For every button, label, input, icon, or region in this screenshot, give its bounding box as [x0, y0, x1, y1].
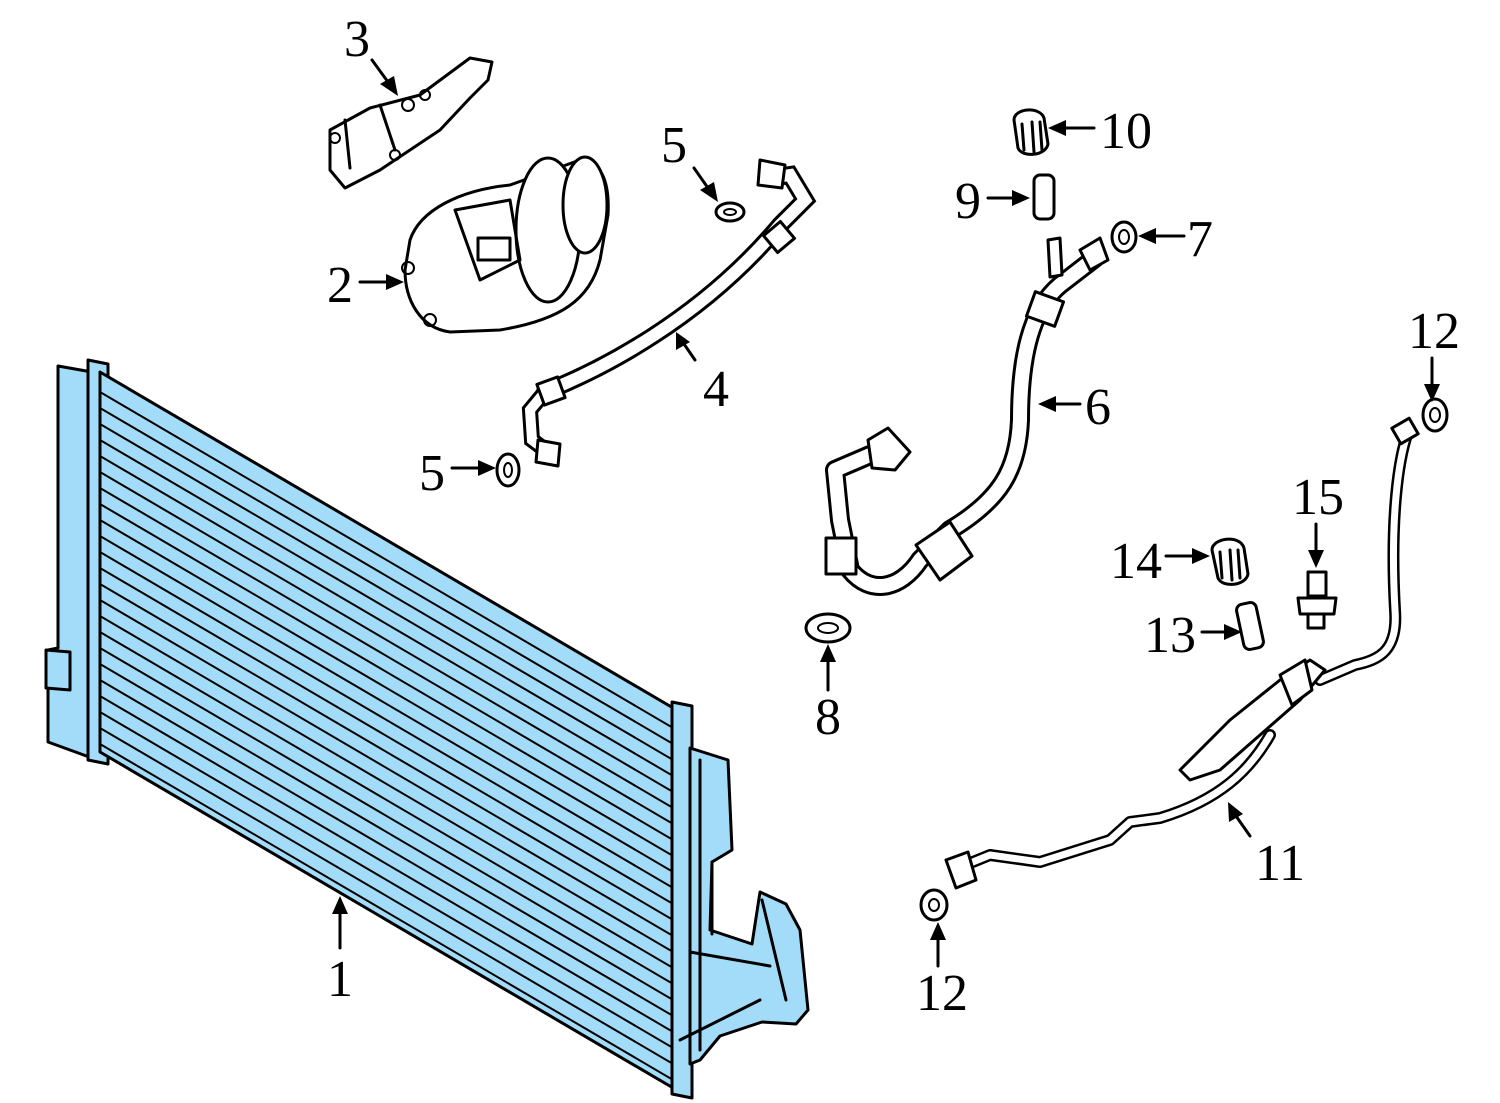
condenser-fin-line: [100, 423, 680, 765]
callout-6: 6: [1085, 379, 1111, 436]
condenser-fin-line: [100, 519, 680, 861]
condenser-fin-line: [100, 743, 680, 1085]
callout-8: 8: [815, 689, 841, 746]
condenser-fin-line: [100, 439, 680, 781]
o-ring-part-8[interactable]: [804, 612, 852, 644]
condenser-fin-line: [100, 631, 680, 973]
o-ring-part-5b[interactable]: [495, 452, 521, 488]
condenser-fin-line: [100, 407, 680, 749]
condenser-fin-line: [100, 583, 680, 925]
callout-12b: 12: [916, 965, 968, 1022]
condenser-fin-line: [100, 711, 680, 1053]
condenser-fin-line: [100, 599, 680, 941]
condenser-fin-line: [100, 487, 680, 829]
condenser-fin-line: [100, 503, 680, 845]
valve-part-13[interactable]: [1235, 601, 1265, 651]
callout-12a: 12: [1408, 303, 1460, 360]
condenser-fin-line: [100, 679, 680, 1021]
callout-9: 9: [955, 173, 981, 230]
callout-5b: 5: [419, 445, 445, 502]
o-ring-part-5a[interactable]: [714, 201, 746, 223]
callout-14: 14: [1110, 533, 1162, 590]
valve-part-9[interactable]: [1032, 173, 1056, 221]
callout-labels: 1 2 3 4 5 5 6 7 8 9 10 11 12 12 13 14 15: [327, 11, 1460, 1022]
hose-part-6[interactable]: [824, 236, 1110, 596]
leader-lines: [332, 58, 1440, 968]
condenser-fin-line: [100, 567, 680, 909]
cap-part-10[interactable]: [1012, 108, 1050, 156]
condenser-fin-line: [100, 727, 680, 1069]
callout-11: 11: [1255, 835, 1305, 892]
callout-10: 10: [1100, 103, 1152, 160]
pressure-switch-part-15[interactable]: [1296, 570, 1338, 630]
condenser-fin-line: [100, 471, 680, 813]
callout-3: 3: [344, 11, 370, 68]
callout-4: 4: [703, 361, 729, 418]
condenser-fin-line: [100, 663, 680, 1005]
condenser-fin-line: [100, 535, 680, 877]
callout-5a: 5: [661, 117, 687, 174]
callout-2: 2: [327, 257, 353, 314]
o-ring-part-12a[interactable]: [1421, 397, 1449, 433]
condenser-fin-line: [100, 551, 680, 893]
callout-15: 15: [1292, 469, 1344, 526]
condenser-part-1[interactable]: [44, 358, 810, 1100]
compressor-part-2[interactable]: [401, 155, 610, 334]
hose-part-11[interactable]: [944, 416, 1420, 890]
cap-part-14[interactable]: [1210, 537, 1250, 586]
condenser-fin-line: [100, 647, 680, 989]
o-ring-part-7[interactable]: [1110, 220, 1138, 254]
condenser-fin-line: [100, 455, 680, 797]
condenser-fin-line: [100, 615, 680, 957]
callout-1: 1: [327, 951, 353, 1008]
bracket-part-3[interactable]: [328, 56, 494, 190]
callout-13: 13: [1144, 607, 1196, 664]
hose-part-4[interactable]: [521, 158, 817, 468]
condenser-fin-line: [100, 391, 680, 733]
condenser-fin-line: [100, 695, 680, 1037]
o-ring-part-12b[interactable]: [919, 888, 949, 922]
callout-7: 7: [1187, 211, 1213, 268]
